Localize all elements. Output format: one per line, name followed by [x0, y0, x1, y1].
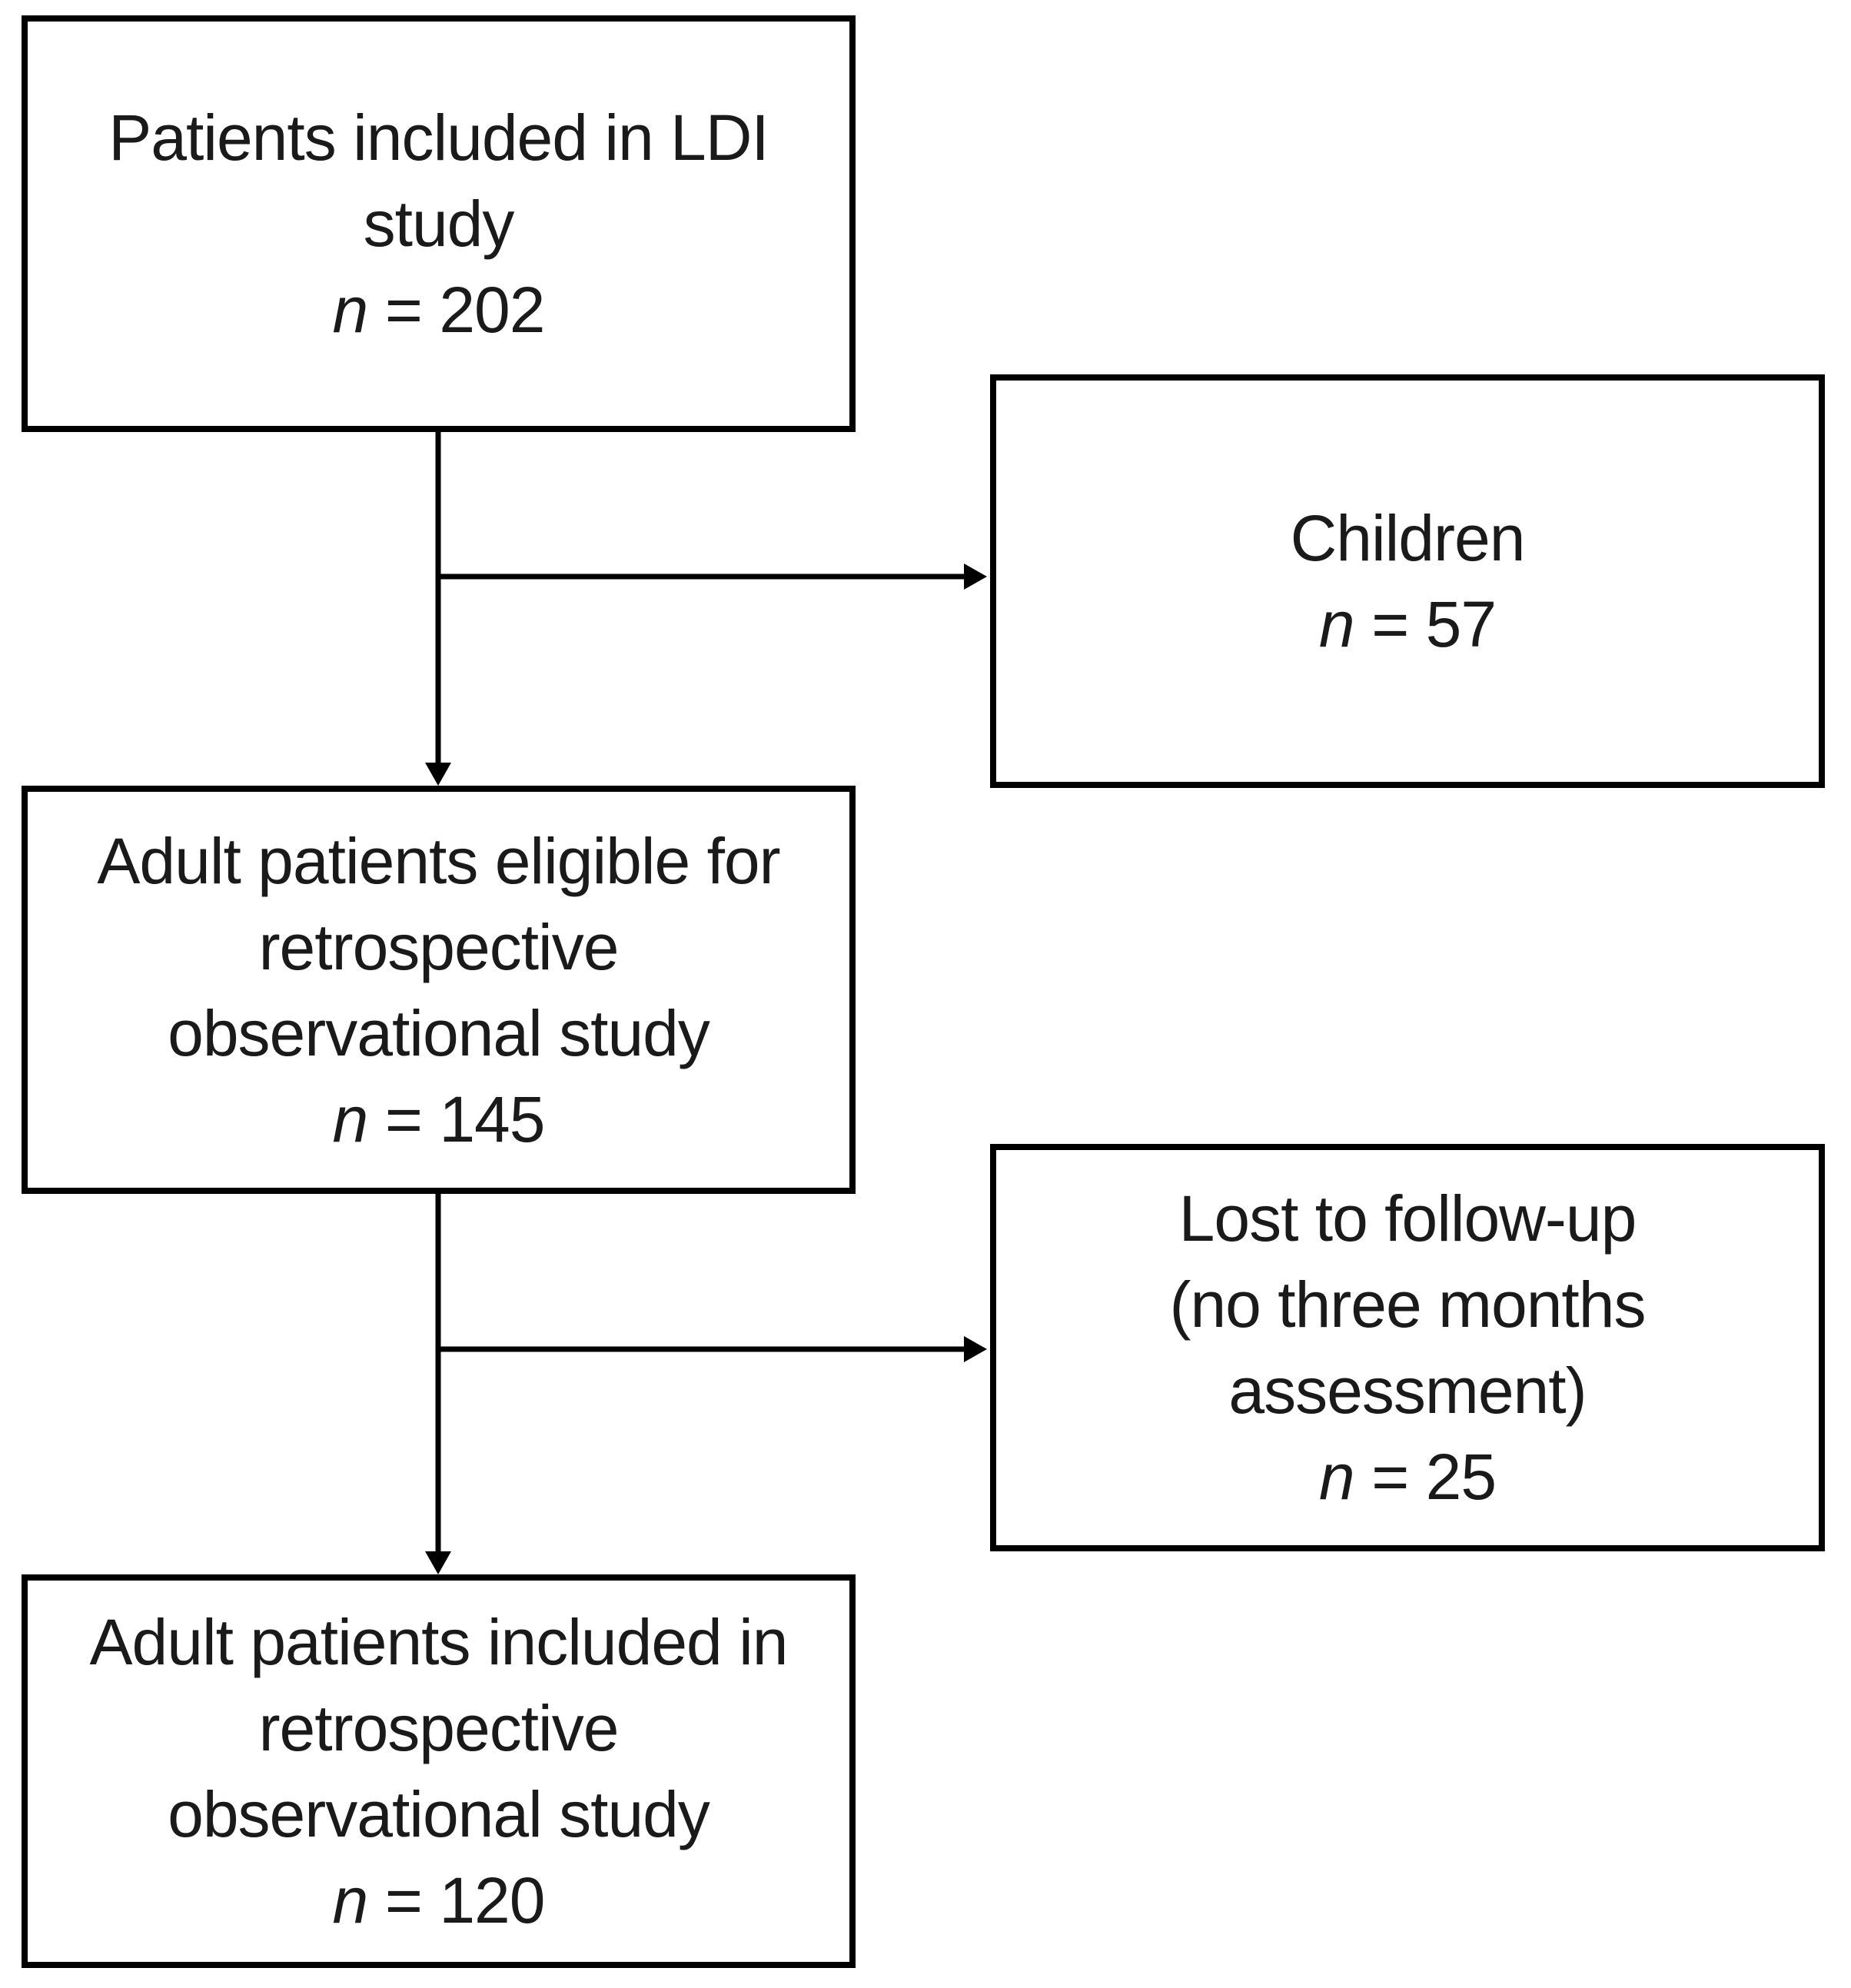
arrowhead-into-lost	[964, 1336, 987, 1362]
box-text-line: (no three months	[1169, 1268, 1646, 1341]
sample-size: n= 57	[1318, 581, 1497, 667]
n-count: = 57	[1371, 588, 1497, 660]
n-symbol: n	[332, 1864, 369, 1936]
sample-size: n= 120	[332, 1857, 546, 1943]
n-symbol: n	[1318, 1441, 1355, 1513]
box-ldi-study: Patients included in LDI study n= 202	[22, 15, 856, 432]
box-text-line: Lost to follow-up	[1178, 1182, 1637, 1255]
n-count: = 145	[384, 1082, 546, 1155]
box-text-line: retrospective	[258, 1692, 620, 1764]
arrowhead-into-eligible	[425, 763, 451, 786]
box-lost-to-follow-up: Lost to follow-up (no three months asses…	[990, 1144, 1825, 1551]
n-symbol: n	[1318, 588, 1355, 660]
box-children: Children n= 57	[990, 374, 1825, 788]
arrowhead-into-children	[964, 563, 987, 590]
box-text-line: observational study	[168, 1778, 710, 1850]
box-text-line: Adult patients eligible for	[97, 824, 780, 897]
box-eligible-adults: Adult patients eligible for retrospectiv…	[22, 786, 856, 1194]
box-text-line: retrospective	[258, 910, 620, 983]
box-text-line: study	[363, 188, 515, 260]
box-text-line: Children	[1290, 502, 1526, 574]
box-text-line: observational study	[168, 996, 710, 1069]
n-count: = 202	[384, 274, 546, 346]
box-text-line: assessment)	[1228, 1355, 1587, 1427]
n-count: = 25	[1371, 1441, 1497, 1513]
box-text-line: Patients included in LDI	[108, 101, 769, 174]
sample-size: n= 202	[332, 267, 546, 353]
sample-size: n= 145	[332, 1076, 546, 1162]
n-count: = 120	[384, 1864, 546, 1936]
arrowhead-into-included	[425, 1551, 451, 1574]
n-symbol: n	[332, 274, 369, 346]
sample-size: n= 25	[1318, 1434, 1497, 1520]
box-included-adults: Adult patients included in retrospective…	[22, 1574, 856, 1968]
box-text-line: Adult patients included in	[89, 1606, 789, 1678]
n-symbol: n	[332, 1082, 369, 1155]
